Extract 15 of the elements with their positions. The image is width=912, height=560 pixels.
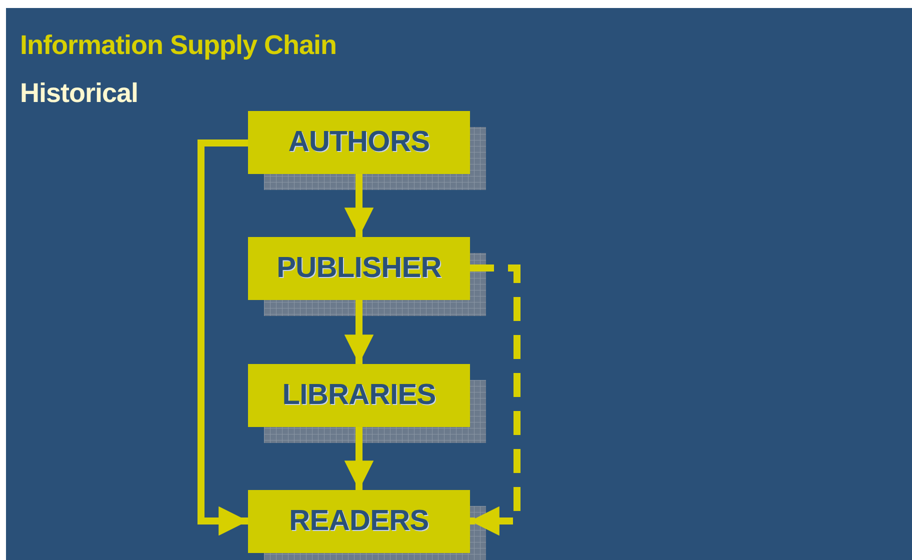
process-box: [248, 111, 470, 174]
process-box: [248, 237, 470, 300]
box-label: AUTHORS: [288, 126, 430, 159]
arrow: [344, 300, 374, 364]
arrow: [344, 427, 374, 490]
title: Information Supply Chain: [20, 30, 336, 61]
process-box: [248, 364, 470, 427]
box-label: LIBRARIES: [282, 379, 436, 412]
arrow: [344, 174, 374, 237]
process-box: [248, 490, 470, 553]
arrow: [198, 140, 248, 536]
subtitle: Historical: [20, 78, 138, 109]
box-label: PUBLISHER: [276, 252, 442, 285]
arrow: [470, 264, 520, 536]
box-label: READERS: [289, 505, 429, 538]
